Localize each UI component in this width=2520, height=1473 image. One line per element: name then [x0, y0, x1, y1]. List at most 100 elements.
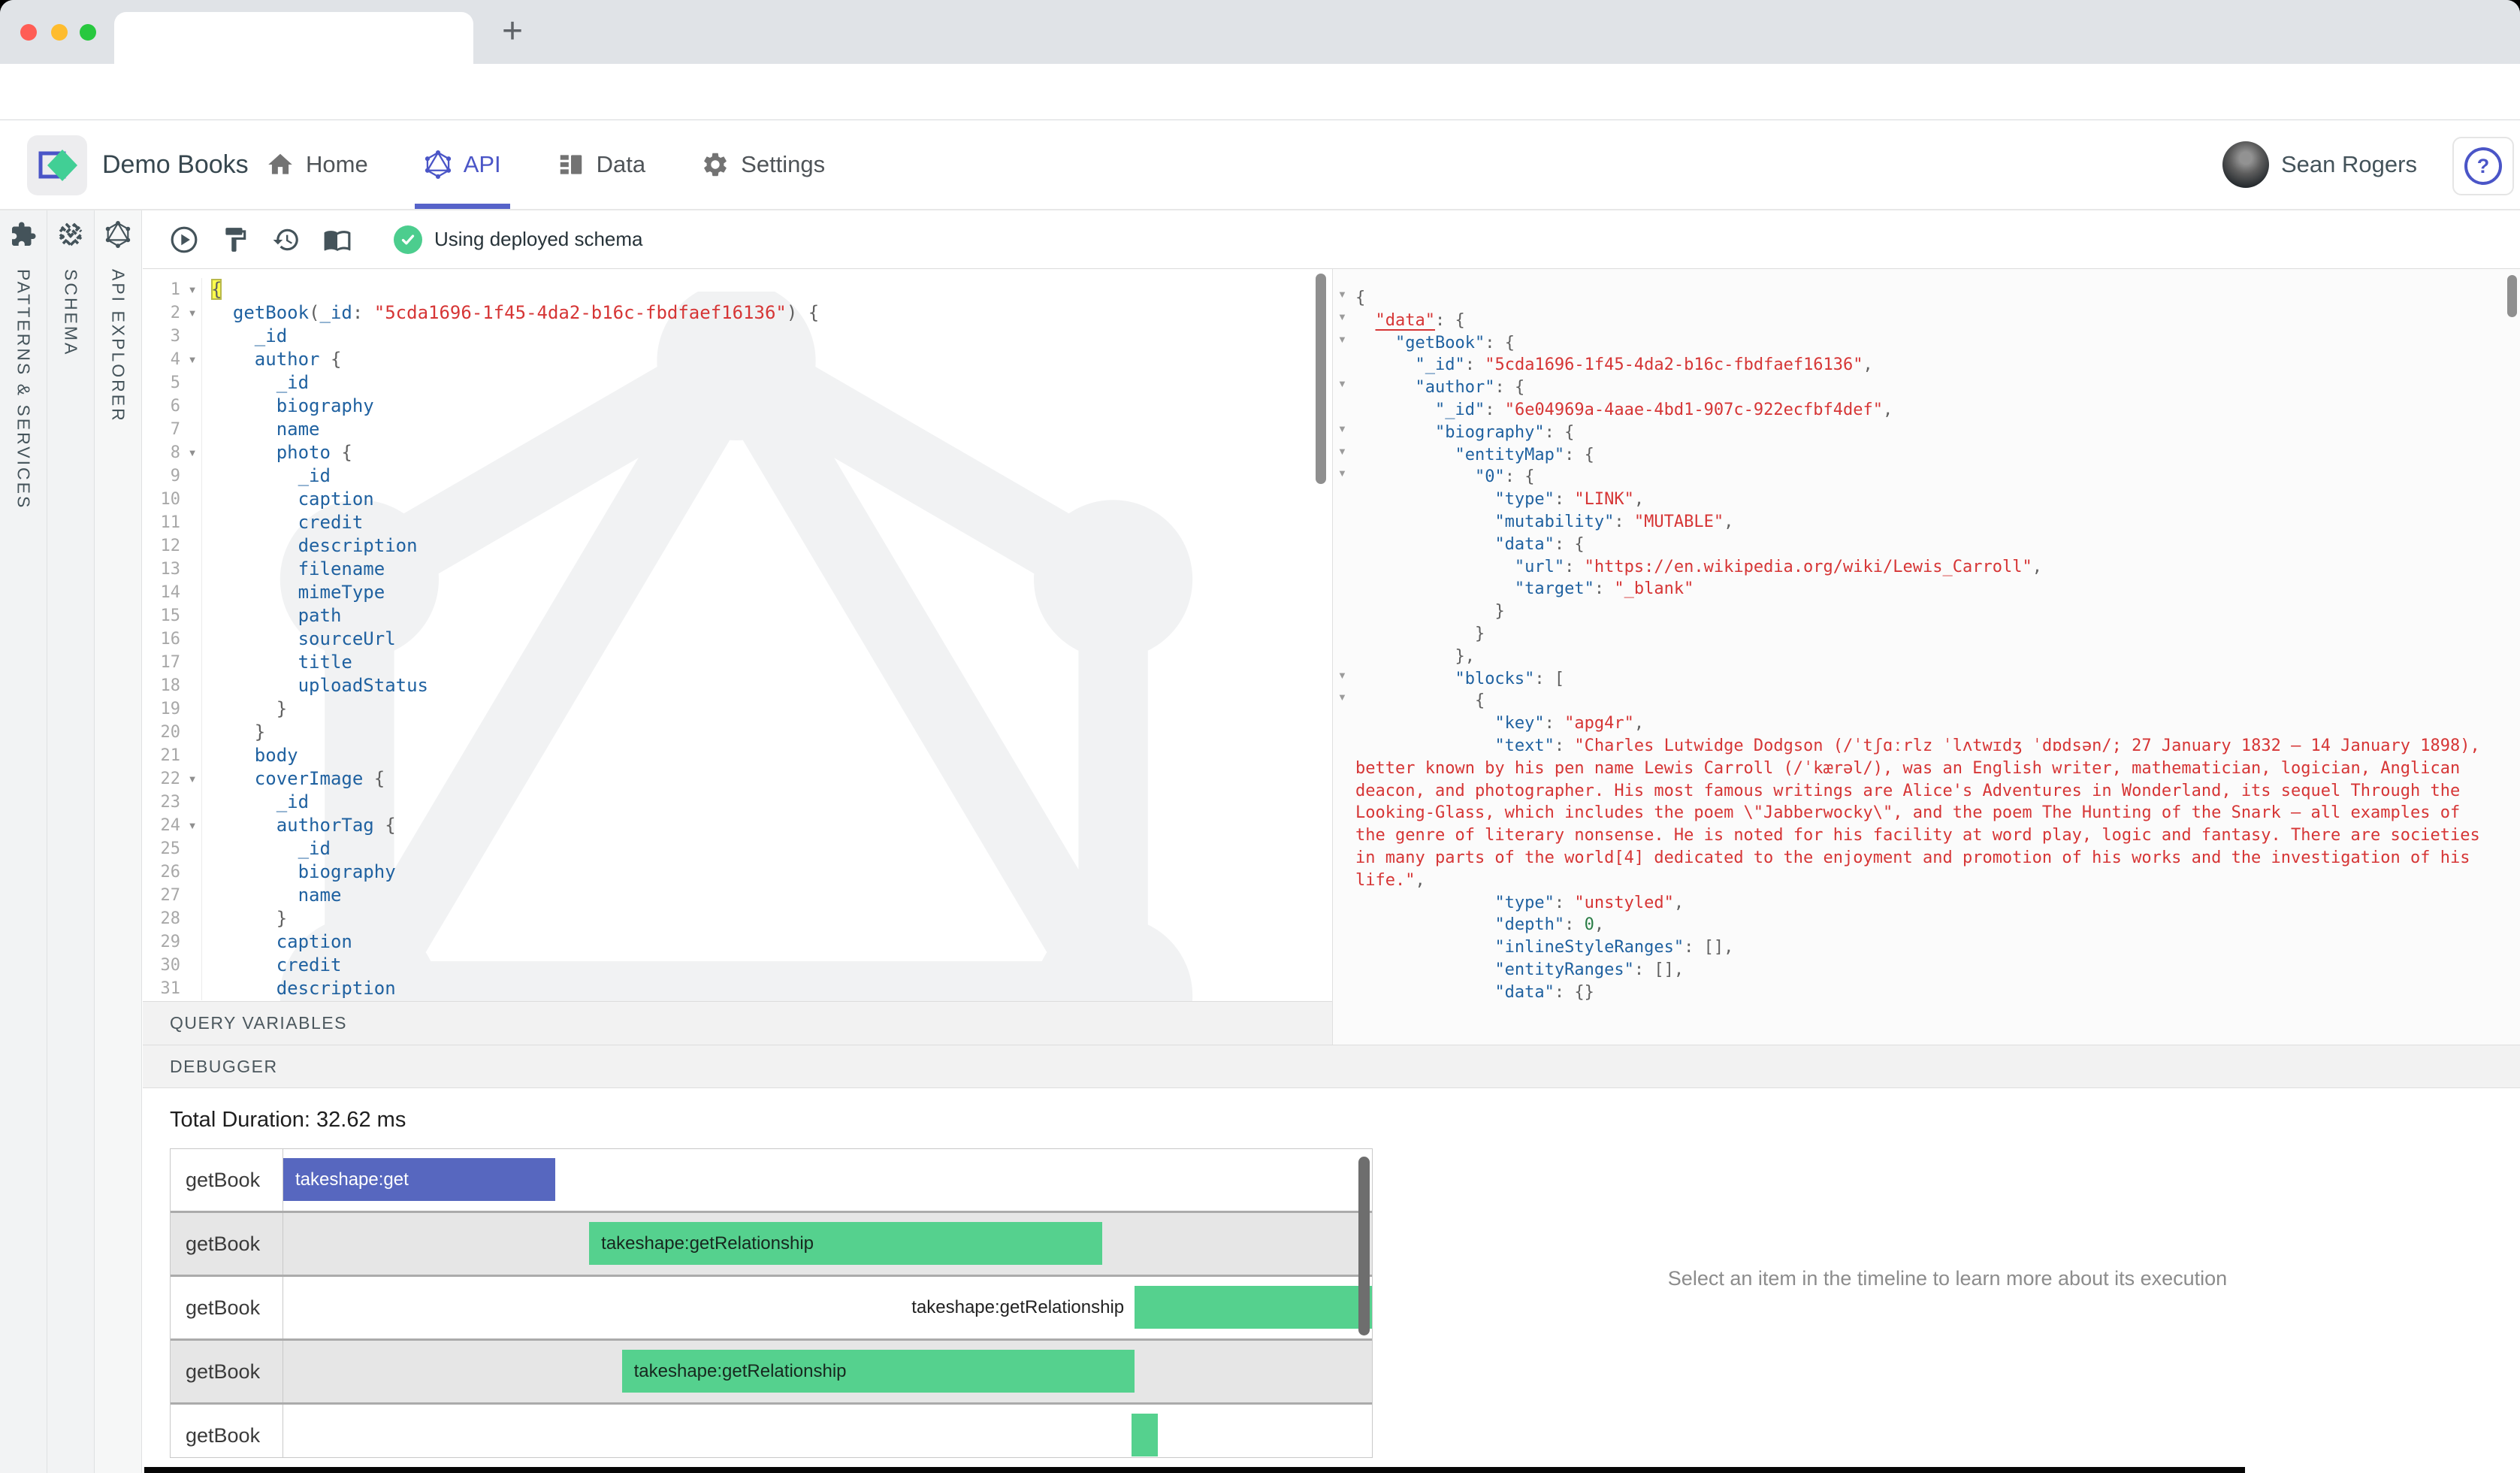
fold-arrow-icon[interactable]: ▼: [1337, 467, 1347, 479]
fold-arrow-icon[interactable]: ▼: [187, 773, 198, 785]
editor-line[interactable]: 28 }: [143, 907, 1332, 930]
editor-line[interactable]: 15 path: [143, 604, 1332, 628]
user-name[interactable]: Sean Rogers: [2281, 151, 2417, 177]
fold-arrow-icon[interactable]: ▼: [1337, 691, 1347, 703]
editor-scrollbar[interactable]: [1316, 274, 1326, 484]
fold-arrow-icon[interactable]: ▼: [1337, 445, 1347, 457]
fold-arrow-icon[interactable]: ▼: [1337, 422, 1347, 434]
browser-tab[interactable]: [114, 12, 473, 64]
query-variables-header[interactable]: QUERY VARIABLES: [143, 1001, 1332, 1045]
fold-arrow-icon[interactable]: ▼: [1337, 669, 1347, 681]
editor-line[interactable]: 2▼ getBook(_id: "5cda1696-1f45-4da2-b16c…: [143, 301, 1332, 325]
timeline-bar[interactable]: takeshape:getRelationship: [589, 1222, 1102, 1265]
sidebar-tab-patterns-services[interactable]: PATTERNS & SERVICES: [0, 210, 47, 1473]
line-number: 26: [160, 863, 181, 882]
editor-line[interactable]: 4▼ author {: [143, 348, 1332, 371]
fold-arrow-icon[interactable]: ▼: [187, 354, 198, 365]
response-scrollbar[interactable]: [2507, 275, 2517, 317]
timeline-bar[interactable]: [1131, 1414, 1158, 1456]
fold-arrow-icon: [183, 791, 201, 814]
fold-arrow-icon: [183, 674, 201, 697]
line-number: 27: [160, 886, 181, 905]
line-number: 19: [160, 700, 181, 718]
editor-line[interactable]: 13 filename: [143, 558, 1332, 581]
editor-line[interactable]: 23 _id: [143, 791, 1332, 814]
fold-arrow-icon[interactable]: ▼: [187, 820, 198, 831]
editor-line[interactable]: 6 biography: [143, 395, 1332, 418]
editor-line[interactable]: 3 _id: [143, 325, 1332, 348]
response-pane[interactable]: ▼{▼ "data": {▼ "getBook": { "_id": "5cda…: [1332, 269, 2520, 1045]
response-line: "data": {: [1494, 534, 1585, 554]
browser-toolbar: [0, 64, 2520, 176]
editor-line[interactable]: 22▼ coverImage {: [143, 767, 1332, 791]
timeline-resolver-label: getBook: [171, 1277, 283, 1338]
editor-line[interactable]: 1▼{: [143, 278, 1332, 301]
editor-line[interactable]: 29 caption: [143, 930, 1332, 954]
editor-line[interactable]: 26 biography: [143, 861, 1332, 884]
editor-line[interactable]: 11 credit: [143, 511, 1332, 534]
response-line: ▼ "author": {: [1337, 378, 1525, 398]
editor-line[interactable]: 19 }: [143, 697, 1332, 721]
execute-button[interactable]: [170, 225, 198, 254]
line-number: 3: [170, 327, 180, 346]
close-window-button[interactable]: [20, 24, 37, 41]
sidebar-tab-api-explorer[interactable]: API EXPLORER: [95, 210, 142, 1473]
line-number: 22: [160, 770, 181, 788]
editor-line[interactable]: 5 _id: [143, 371, 1332, 395]
fold-arrow-icon[interactable]: ▼: [1337, 378, 1347, 390]
editor-line[interactable]: 10 caption: [143, 488, 1332, 511]
fold-arrow-icon[interactable]: ▼: [187, 307, 198, 319]
debugger-header[interactable]: DEBUGGER: [143, 1045, 2520, 1088]
editor-line[interactable]: 7 name: [143, 418, 1332, 441]
schema-status: Using deployed schema: [394, 225, 643, 254]
zoom-window-button[interactable]: [80, 24, 96, 41]
editor-line[interactable]: 27 name: [143, 884, 1332, 907]
response-line: "type": "LINK",: [1494, 490, 1645, 510]
timeline-bar[interactable]: takeshape:get: [283, 1158, 556, 1201]
fold-arrow-icon[interactable]: ▼: [1337, 333, 1347, 345]
response-line: "_id": "6e04969a-4aae-4bd1-907c-922ecfbf…: [1434, 400, 1893, 419]
query-editor[interactable]: 1▼{2▼ getBook(_id: "5cda1696-1f45-4da2-b…: [143, 269, 1332, 1001]
timeline-resolver-label: getBook: [171, 1341, 283, 1402]
primary-nav: Home API Data Settings: [257, 120, 834, 209]
timeline-scrollbar[interactable]: [1358, 1157, 1370, 1335]
tab-data[interactable]: Data: [548, 120, 654, 209]
timeline-bar[interactable]: [1135, 1286, 1372, 1329]
timeline-resolver-label: getBook: [171, 1213, 283, 1275]
editor-line[interactable]: 30 credit: [143, 954, 1332, 977]
fold-arrow-icon[interactable]: ▼: [1337, 310, 1347, 322]
timeline-bar[interactable]: takeshape:getRelationship: [621, 1350, 1135, 1393]
editor-line[interactable]: 9 _id: [143, 464, 1332, 488]
docs-button[interactable]: [323, 225, 352, 254]
editor-line[interactable]: 20 }: [143, 721, 1332, 744]
sidebar-tab-schema[interactable]: SCHEMA: [47, 210, 95, 1473]
editor-line[interactable]: 31 description: [143, 977, 1332, 1000]
editor-line[interactable]: 16 sourceUrl: [143, 628, 1332, 651]
project-title[interactable]: Demo Books: [102, 150, 249, 179]
tab-settings[interactable]: Settings: [692, 120, 834, 209]
history-button[interactable]: [272, 225, 301, 254]
fold-arrow-icon[interactable]: ▼: [1337, 289, 1347, 300]
editor-line[interactable]: 25 _id: [143, 837, 1332, 861]
fold-arrow-icon[interactable]: ▼: [187, 447, 198, 458]
minimize-window-button[interactable]: [51, 24, 68, 41]
line-number: 15: [160, 606, 181, 625]
tab-home[interactable]: Home: [257, 120, 377, 209]
fold-arrow-icon[interactable]: ▼: [187, 284, 198, 295]
tab-api[interactable]: API: [414, 120, 510, 209]
new-tab-button[interactable]: +: [502, 11, 524, 51]
editor-line[interactable]: 24▼ authorTag {: [143, 814, 1332, 837]
graphql-icon: [424, 150, 452, 179]
help-button[interactable]: ?: [2452, 137, 2514, 195]
fold-arrow-icon: [183, 744, 201, 767]
editor-line[interactable]: 14 mimeType: [143, 581, 1332, 604]
editor-line[interactable]: 12 description: [143, 534, 1332, 558]
prettify-button[interactable]: [221, 225, 249, 254]
app-logo[interactable]: [27, 135, 87, 195]
editor-line[interactable]: 8▼ photo {: [143, 441, 1332, 464]
editor-line[interactable]: 21 body: [143, 744, 1332, 767]
editor-line[interactable]: 18 uploadStatus: [143, 674, 1332, 697]
avatar[interactable]: [2222, 141, 2269, 188]
editor-line[interactable]: 17 title: [143, 651, 1332, 674]
